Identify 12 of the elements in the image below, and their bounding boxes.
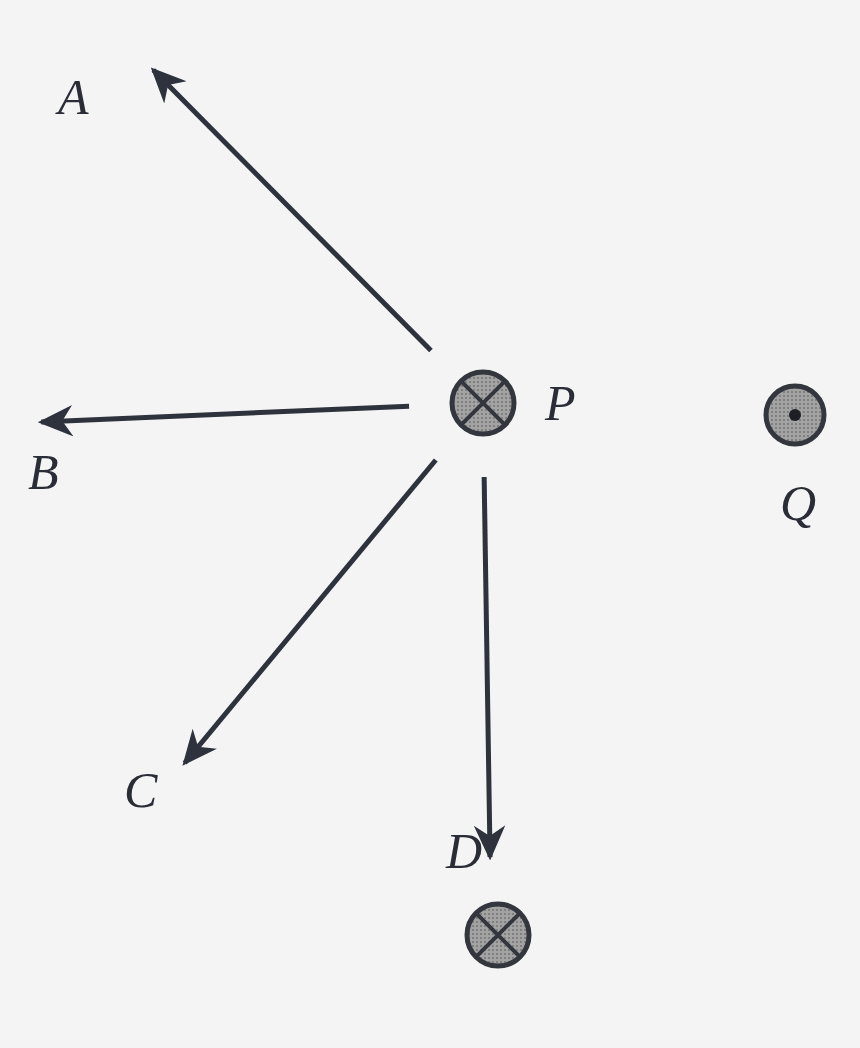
wire-label: P xyxy=(545,378,576,428)
point-label: D xyxy=(446,823,483,879)
current-into-page-symbol xyxy=(464,901,532,969)
current-into-page-symbol xyxy=(449,369,517,437)
arrow xyxy=(182,458,438,766)
arrow xyxy=(150,67,433,353)
current-out-of-page-symbol xyxy=(763,383,827,447)
point-label: C xyxy=(124,762,158,818)
wire-label: Q xyxy=(780,478,817,528)
point-label: B xyxy=(28,444,59,500)
arrow xyxy=(473,476,506,861)
arrow xyxy=(37,403,410,437)
